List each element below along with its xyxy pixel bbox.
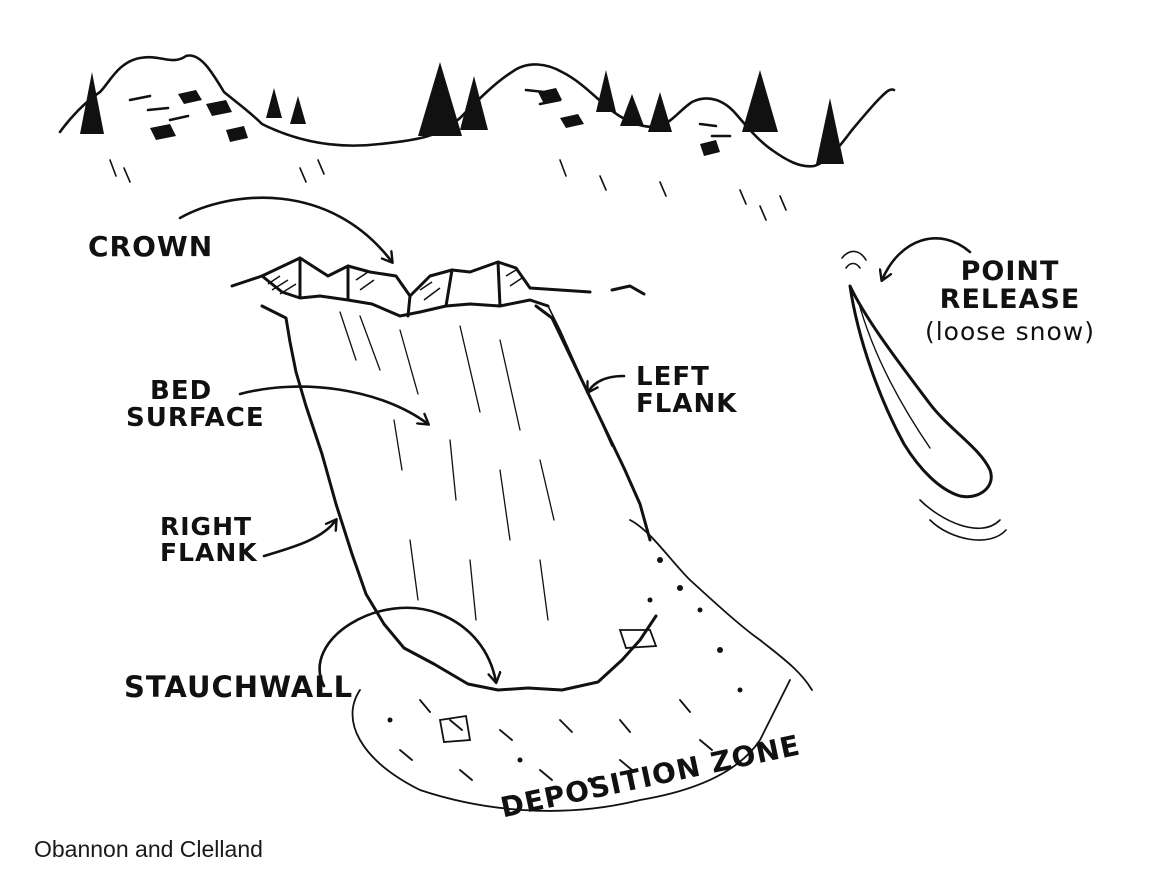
label-bed-surface-line2: SURFACE (126, 403, 265, 434)
label-left-flank: LEFT FLANK (636, 362, 738, 420)
pine-trees (80, 62, 844, 164)
bed-surface (260, 304, 658, 692)
label-point-release-line2: RELEASE (939, 284, 1081, 316)
crown-arrow (178, 196, 392, 262)
label-right-flank-line2: FLANK (160, 538, 258, 568)
bed-surface-arrow (238, 385, 428, 424)
label-arrows (178, 196, 972, 688)
label-stauchwall: STAUCHWALL (124, 670, 354, 704)
left-flank-arrow (588, 374, 626, 392)
label-right-flank-line1: RIGHT (160, 512, 253, 541)
debris-dots (387, 557, 743, 783)
slope-texture (109, 159, 787, 221)
label-point-release: POINT RELEASE (loose snow) (920, 256, 1100, 346)
label-point-release-line3: (loose snow) (924, 316, 1095, 346)
point-release-arrow (882, 237, 972, 280)
crown-hatching (267, 269, 523, 301)
label-right-flank: RIGHT FLANK (160, 512, 258, 568)
credit-text: Obannon and Clelland (34, 836, 263, 862)
label-bed-surface: BED SURFACE (126, 376, 265, 434)
ridge-rocks (150, 88, 720, 156)
point-release-slide (841, 250, 1007, 541)
stauchwall-arrow (318, 606, 496, 688)
label-bed-surface-line1: BED (150, 376, 213, 406)
label-left-flank-line2: FLANK (636, 389, 738, 420)
label-crown: CROWN (88, 230, 214, 263)
right-flank-arrow (262, 520, 336, 558)
debris (351, 519, 813, 812)
label-point-release-line1: POINT (960, 256, 1060, 287)
crown-fracture (230, 256, 646, 318)
label-left-flank-line1: LEFT (636, 362, 710, 392)
